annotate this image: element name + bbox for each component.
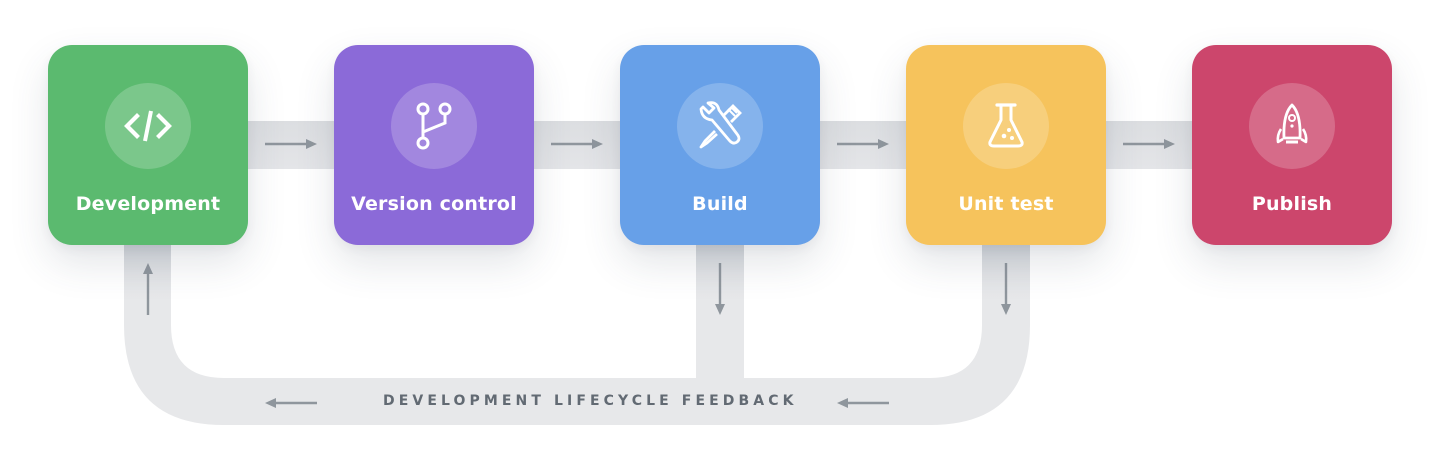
rocket-icon <box>1276 103 1308 144</box>
arrow-right-icon <box>837 139 889 149</box>
stage-card-publish[interactable]: Publish <box>1192 45 1392 245</box>
git-branch-icon <box>416 102 452 150</box>
icon-badge <box>1249 83 1335 169</box>
code-icon <box>124 110 172 142</box>
icon-badge <box>105 83 191 169</box>
stage-label: Publish <box>1251 193 1333 215</box>
arrow-down-icon <box>715 263 725 315</box>
arrow-left-icon <box>265 398 317 408</box>
stage-label: Development <box>75 193 221 215</box>
stage-card-version-control[interactable]: Version control <box>334 45 534 245</box>
feedback-label: DEVELOPMENT LIFECYCLE FEEDBACK <box>383 393 798 409</box>
stage-label: Build <box>692 193 748 215</box>
arrow-left-icon <box>837 398 889 408</box>
icon-badge <box>677 83 763 169</box>
stage-card-development[interactable]: Development <box>48 45 248 245</box>
arrow-right-icon <box>1123 139 1175 149</box>
arrow-right-icon <box>551 139 603 149</box>
arrow-right-icon <box>265 139 317 149</box>
arrow-down-icon <box>1001 263 1011 315</box>
icon-badge <box>391 83 477 169</box>
stage-label: Version control <box>351 193 517 215</box>
icon-badge <box>963 83 1049 169</box>
stage-card-build[interactable]: Build <box>620 45 820 245</box>
flask-icon <box>988 103 1024 148</box>
arrow-up-icon <box>143 263 153 315</box>
stage-card-unit-test[interactable]: Unit test <box>906 45 1106 245</box>
tools-icon <box>699 101 742 149</box>
stage-label: Unit test <box>958 193 1054 215</box>
